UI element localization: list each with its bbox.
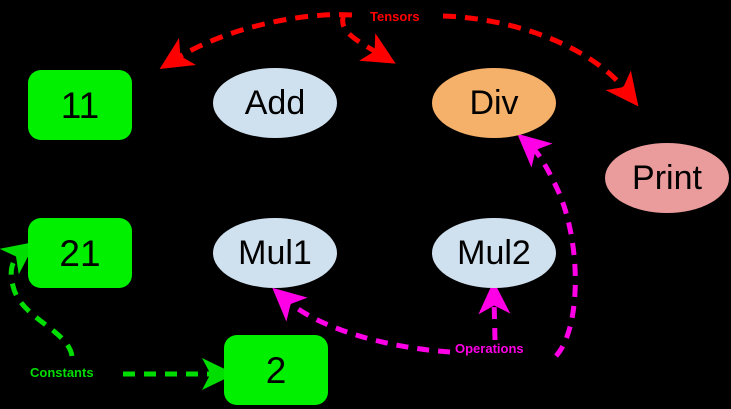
node-label: Mul2 bbox=[457, 234, 531, 272]
node-op-add[interactable]: Add bbox=[213, 68, 337, 138]
node-const-2[interactable]: 2 bbox=[224, 335, 328, 405]
node-label: Add bbox=[244, 84, 306, 122]
node-const-21[interactable]: 21 bbox=[28, 218, 132, 288]
node-op-mul2[interactable]: Mul2 bbox=[432, 218, 556, 288]
edge-operations-mul2 bbox=[478, 281, 511, 341]
edge-tensors-hook bbox=[340, 13, 396, 64]
node-label: Div bbox=[469, 84, 519, 122]
node-op-mul1[interactable]: Mul1 bbox=[213, 218, 337, 288]
edge-constants-curve bbox=[0, 241, 75, 357]
edge-label-operations: Operations bbox=[455, 341, 524, 356]
edge-label-tensors: Tensors bbox=[370, 9, 420, 24]
node-const-11[interactable]: 11 bbox=[28, 70, 132, 140]
node-op-div[interactable]: Div bbox=[432, 68, 556, 138]
edge-operations-div bbox=[517, 133, 578, 358]
node-label: 2 bbox=[265, 349, 287, 391]
edge-label-constants: Constants bbox=[30, 365, 94, 380]
node-label: 11 bbox=[60, 84, 100, 126]
node-label: Print bbox=[632, 159, 702, 197]
node-label: Mul1 bbox=[238, 234, 312, 272]
node-op-print[interactable]: Print bbox=[605, 143, 729, 213]
edge-tensors-right bbox=[442, 13, 639, 107]
edge-operations-mul1 bbox=[272, 287, 451, 355]
edge-tensors-left bbox=[159, 12, 353, 70]
node-label: 21 bbox=[59, 232, 101, 274]
